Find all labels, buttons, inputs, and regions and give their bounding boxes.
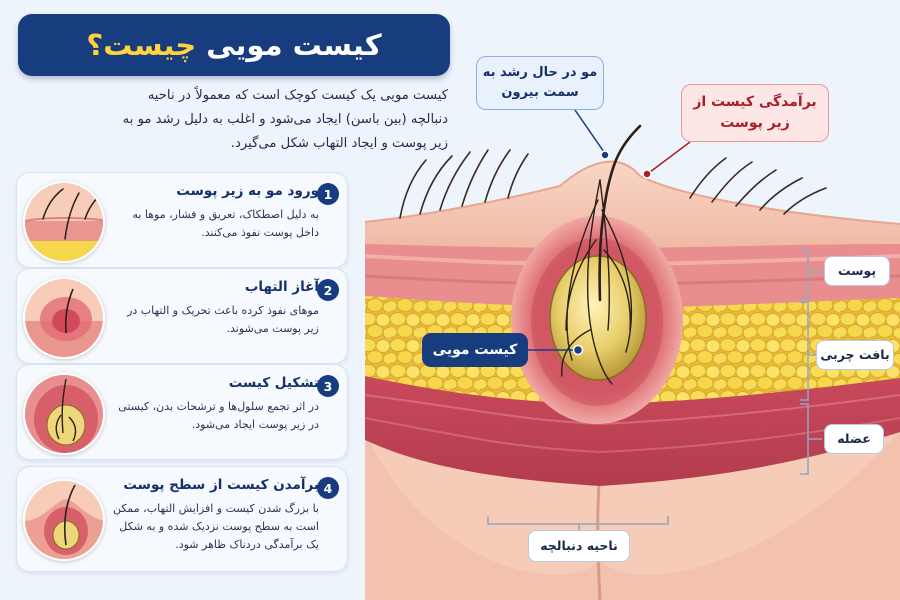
- step-1-text: ورود مو به زیر پوست به دلیل اصطکاک، تعری…: [111, 181, 319, 242]
- step-3-illustration: [23, 373, 105, 455]
- label-fat-layer: بافت چربی: [816, 340, 894, 370]
- step-card-3: تشکیل کیست در اثر تجمع سلول‌ها و ترشحات …: [16, 364, 348, 460]
- step-card-1: ورود مو به زیر پوست به دلیل اصطکاک، تعری…: [16, 172, 348, 268]
- label-skin-layer: پوست: [824, 256, 890, 286]
- step-2-description: موهای نفوذ کرده باعث تحریک و التهاب در ز…: [127, 304, 319, 335]
- label-tailbone-region: ناحیه دنبالچه: [528, 530, 630, 562]
- step-3-text: تشکیل کیست در اثر تجمع سلول‌ها و ترشحات …: [111, 373, 319, 434]
- label-cyst-bulge: برآمدگی کیست از زیر پوست: [681, 84, 829, 142]
- step-2-illustration: [23, 277, 105, 359]
- step-4-illustration: [23, 479, 105, 561]
- step-2-number: 2: [317, 279, 339, 301]
- page-title: کیست مویی چیست؟: [18, 14, 450, 76]
- step-3-number: 3: [317, 375, 339, 397]
- step-1-title: ورود مو به زیر پوست: [176, 183, 319, 199]
- step-4-text: برآمدن کیست از سطح پوست با بزرگ شدن کیست…: [111, 475, 319, 554]
- intro-text: کیست مویی یک کیست کوچک است که معمولاً در…: [122, 88, 448, 151]
- step-4-number: 4: [317, 477, 339, 499]
- label-muscle-layer: عضله: [824, 424, 884, 454]
- step-2-text: آغاز التهاب موهای نفوذ کرده باعث تحریک و…: [111, 277, 319, 338]
- step-card-2: آغاز التهاب موهای نفوذ کرده باعث تحریک و…: [16, 268, 348, 364]
- step-4-description: با بزرگ شدن کیست و افزایش التهاب، ممکن ا…: [112, 502, 319, 551]
- step-1-description: به دلیل اصطکاک، تعریق و فشار، موها به دا…: [132, 208, 319, 239]
- step-3-title: تشکیل کیست: [228, 375, 319, 391]
- step-3-description: در اثر تجمع سلول‌ها و ترشحات بدن، کیستی …: [118, 400, 319, 431]
- step-1-illustration: [23, 181, 105, 263]
- title-main: کیست مویی: [206, 28, 382, 62]
- step-2-title: آغاز التهاب: [244, 279, 319, 295]
- step-4-title: برآمدن کیست از سطح پوست: [123, 477, 319, 493]
- step-1-number: 1: [317, 183, 339, 205]
- label-pilonidal-cyst: کیست مویی: [422, 333, 528, 367]
- title-question: چیست؟: [86, 28, 197, 62]
- label-hair-growing: مو در حال رشد به سمت بیرون: [476, 56, 604, 110]
- step-card-4: برآمدن کیست از سطح پوست با بزرگ شدن کیست…: [16, 466, 348, 572]
